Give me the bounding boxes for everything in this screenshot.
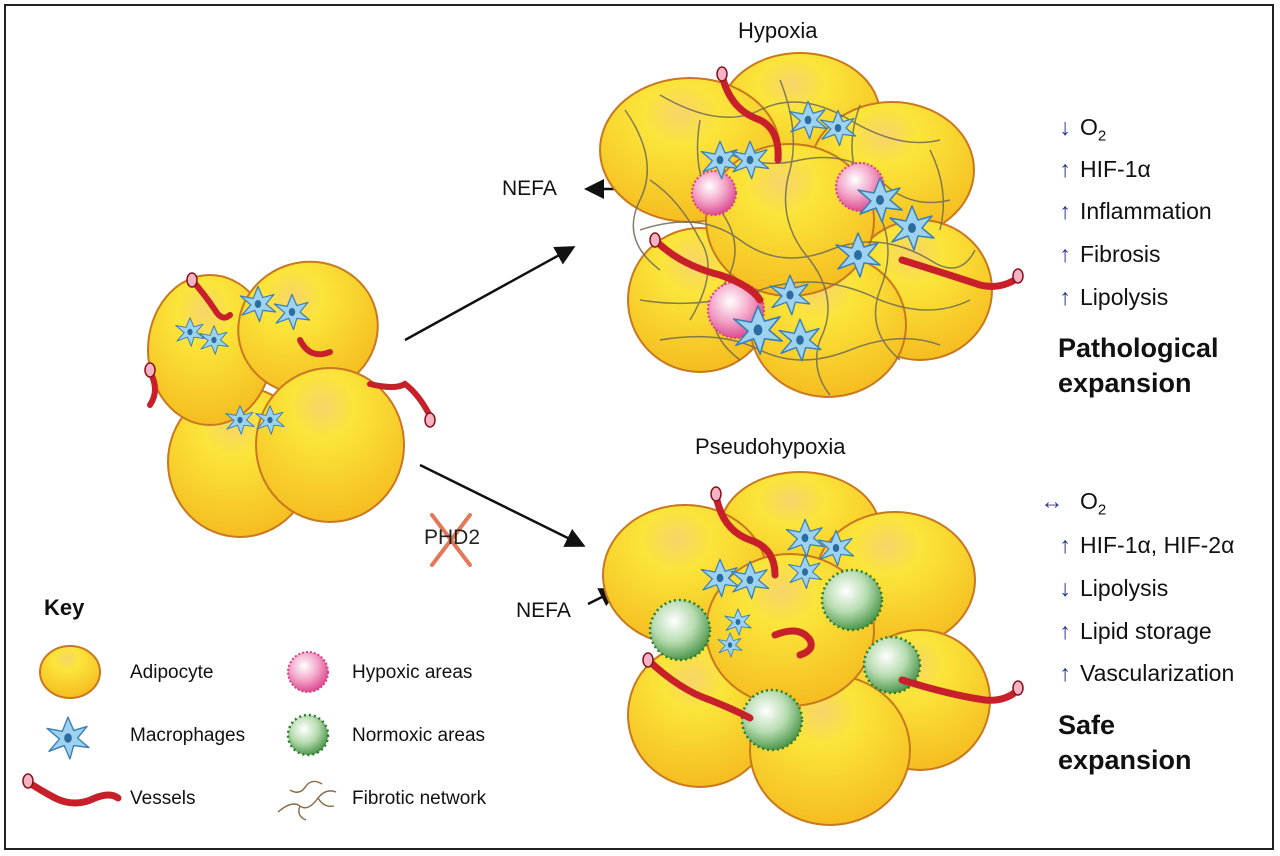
panel-title-pseudohypoxia: Pseudohypoxia [695,434,846,459]
verdict-safe: Safe expansion [1058,710,1192,776]
phd2-inhibition-cross [430,513,472,567]
verdict-pathological: Pathological expansion [1058,333,1219,399]
key-label-vessels: Vessels [130,788,196,809]
effect-o2-down: ↓O2 [1056,116,1106,144]
key-label-macrophages: Macrophages [130,725,246,746]
nefa-label-top: NEFA [502,177,557,200]
nefa-label-bottom: NEFA [516,599,571,622]
effect-inflammation-up: ↑Inflammation [1056,198,1211,224]
macrophage-icon [46,716,90,760]
pseudohypoxia-adipocyte-cluster [602,471,1024,826]
key-title: Key [44,595,85,620]
effect-lipolysis-down: ↓Lipolysis [1056,577,1168,600]
key-label-hypoxic-areas: Hypoxic areas [352,662,473,683]
arrow-up-icon: ↑ [1059,241,1071,267]
arrow-up-icon: ↑ [1059,618,1071,644]
effect-lipid-storage-up: ↑Lipid storage [1056,618,1211,644]
effect-vascularization-up: ↑Vascularization [1056,662,1234,685]
key-label-adipocyte: Adipocyte [130,662,214,683]
arrow-up-icon: ↑ [1059,660,1071,686]
key-label-fibrotic-network: Fibrotic network [352,788,487,809]
effect-hif-up: ↑HIF-1α, HIF-2α [1056,534,1234,557]
arrow-to-hypoxia [404,246,576,342]
arrow-up-icon: ↑ [1059,198,1071,224]
hypoxic-area-icon [287,651,329,693]
effect-lipolysis-up: ↑Lipolysis [1056,286,1168,309]
normoxic-area-icon [286,713,330,757]
effect-fibrosis-up: ↑Fibrosis [1056,241,1160,267]
arrow-down-icon: ↓ [1059,575,1071,601]
arrow-both-icon: ↔ [1040,488,1064,514]
key-label-normoxic-areas: Normoxic areas [352,725,486,746]
adipocyte-icon [39,645,101,699]
arrow-up-icon: ↑ [1059,156,1071,182]
phd2-label: PHD2 [424,526,481,549]
vessel-icon [22,773,122,807]
arrow-down-icon: ↓ [1059,114,1071,140]
hypoxia-adipocyte-cluster [599,52,1024,398]
panel-title-hypoxia: Hypoxia [738,18,818,43]
left-adipocyte-cluster [144,260,436,538]
arrow-up-icon: ↑ [1059,532,1071,558]
effect-hif1a-up: ↑HIF-1α [1056,158,1151,181]
fibrotic-network-icon [277,780,337,821]
arrow-up-icon: ↑ [1059,284,1071,310]
figure-border [4,4,1274,850]
arrow-to-pseudohypoxia [419,463,586,547]
effect-o2-unchanged: ↔O2 [1030,488,1107,518]
